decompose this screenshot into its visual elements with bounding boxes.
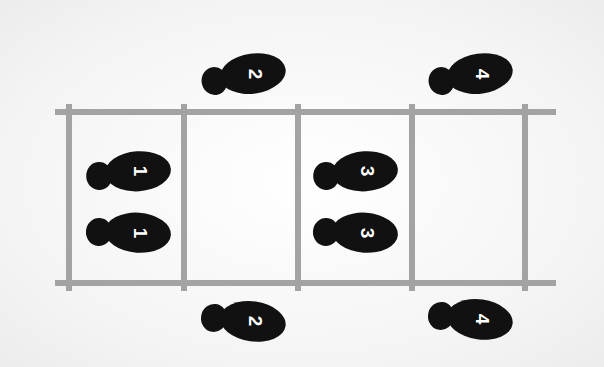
step-number: 2	[246, 69, 265, 80]
step-number: 2	[246, 316, 265, 327]
footprints	[85, 49, 516, 346]
step-number: 1	[131, 166, 150, 177]
step-number: 3	[358, 228, 377, 239]
step-number: 3	[358, 166, 377, 177]
step-number: 4	[473, 69, 492, 80]
step-number: 4	[473, 314, 492, 325]
step-number: 1	[131, 228, 150, 239]
